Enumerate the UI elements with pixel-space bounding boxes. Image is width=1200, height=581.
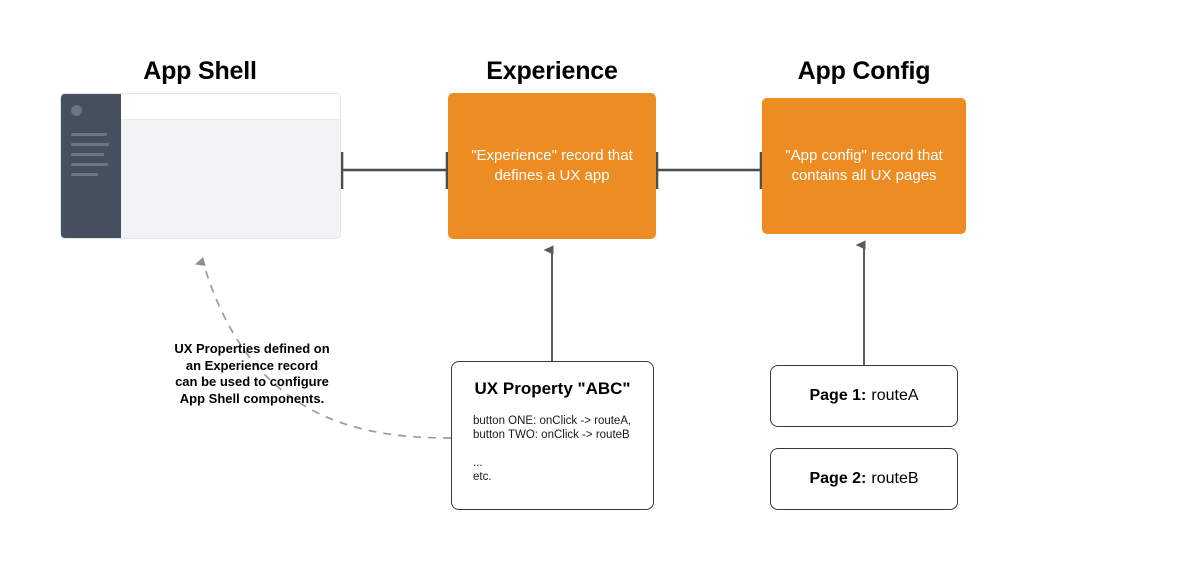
body-spacer [473, 442, 653, 456]
record-box-app-config: "App config" record that contains all UX… [762, 98, 966, 234]
sidebar-nav-line [71, 133, 107, 136]
record-text-line-2: contains all UX pages [791, 167, 937, 184]
sidebar-nav-line [71, 173, 98, 176]
column-title-experience: Experience [486, 57, 618, 85]
sidebar-nav-line [71, 153, 104, 156]
page-card-2-route: routeB [871, 470, 919, 487]
annotation-line-2: an Experience record [185, 357, 319, 373]
connector-app-shell-to-experience [340, 152, 449, 189]
ux-property-body-line-4: etc. [473, 471, 492, 483]
ux-property-body-line-1: button ONE: onClick -> routeA, [473, 415, 632, 427]
sidebar-nav-line [71, 163, 108, 166]
record-box-app-config-text: "App config" record that contains all UX… [775, 146, 952, 186]
user-avatar-circle-icon [71, 105, 82, 116]
annotation-note: UX Properties defined on an Experience r… [148, 341, 356, 407]
annotation-line-4: App Shell components. [179, 390, 325, 406]
ux-property-body-line-2: button TWO: onClick -> routeB [473, 429, 630, 441]
app-shell-content-area [121, 120, 340, 238]
column-title-app-config: App Config [797, 57, 931, 85]
sidebar-nav-line [71, 143, 109, 146]
record-text-line-1: "App config" record that [785, 147, 943, 164]
page-card-1-label: Page 1: [809, 387, 867, 404]
column-title-app-shell: App Shell [143, 57, 257, 85]
ux-property-card: UX Property "ABC" button ONE: onClick ->… [451, 361, 654, 510]
ux-property-body-line-3: ... [473, 457, 483, 469]
annotation-line-1: UX Properties defined on [174, 341, 330, 356]
record-text-line-1: "Experience" record that [471, 147, 633, 164]
app-shell-sidebar [61, 94, 121, 238]
page-card-2: Page 2: routeB [770, 448, 958, 510]
app-shell-mockup [60, 93, 341, 239]
page-card-1: Page 1: routeA [770, 365, 958, 427]
record-text-line-2: defines a UX app [494, 167, 610, 184]
page-card-1-route: routeA [871, 387, 919, 404]
connector-experience-to-app-config [655, 152, 763, 189]
app-shell-header-bar [121, 94, 340, 120]
page-card-2-label: Page 2: [809, 470, 867, 487]
app-shell-body [121, 94, 340, 238]
ux-property-card-heading: UX Property "ABC" [474, 379, 631, 398]
annotation-line-3: can be used to configure [175, 374, 329, 389]
record-box-experience-text: "Experience" record that defines a UX ap… [461, 146, 643, 186]
record-box-experience: "Experience" record that defines a UX ap… [448, 93, 656, 239]
ux-property-card-body: button ONE: onClick -> routeA, button TW… [452, 414, 653, 484]
